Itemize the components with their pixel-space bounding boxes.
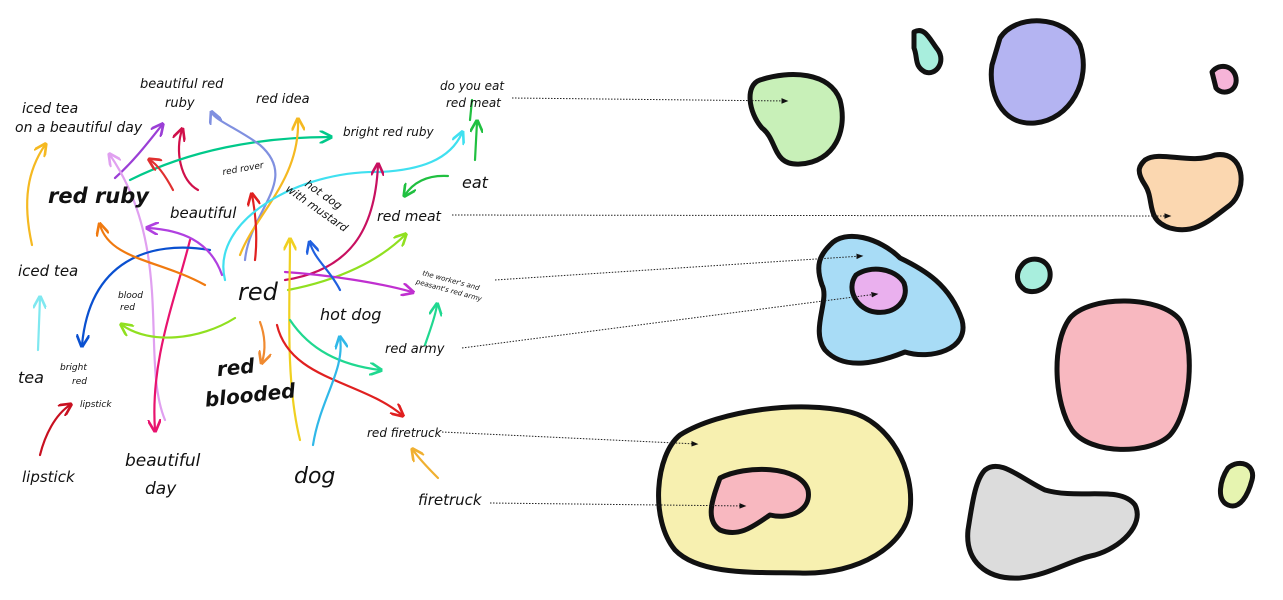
arrow xyxy=(275,323,402,415)
connector-firetruck xyxy=(489,502,747,509)
word-red-army: red army xyxy=(385,342,445,357)
blob-salmon xyxy=(1054,298,1192,452)
arrow xyxy=(283,270,412,292)
arrow xyxy=(238,120,298,257)
arrow xyxy=(122,316,237,339)
word-red-firetruck: red firetruck xyxy=(367,426,443,440)
arrow xyxy=(38,405,70,457)
arrow xyxy=(289,240,302,442)
arrow xyxy=(286,235,405,292)
arrow xyxy=(283,165,378,282)
blob-inner-salmon xyxy=(708,466,811,535)
arrow xyxy=(100,225,207,287)
connector-workers-army xyxy=(494,253,864,281)
arrow xyxy=(405,174,450,195)
word-tea: tea xyxy=(18,368,44,387)
connector-red-firetruck xyxy=(441,431,699,447)
blob-inner-pink xyxy=(849,266,908,315)
arrow xyxy=(260,320,264,362)
arrow xyxy=(212,113,277,262)
word-red-meat: red meat xyxy=(377,209,442,225)
connector-red-meat xyxy=(451,213,1172,219)
arrow xyxy=(252,195,256,262)
blobs xyxy=(656,18,1256,581)
arrow xyxy=(311,338,341,447)
connector-do-you-eat xyxy=(511,97,789,104)
word-red-rover: red rover xyxy=(222,161,266,178)
word-firetruck: firetruck xyxy=(418,491,483,509)
word-dog: dog xyxy=(294,464,335,489)
word-beautiful: beautiful xyxy=(170,204,237,222)
arrow xyxy=(179,130,200,192)
arrow xyxy=(148,228,224,277)
word-arrows xyxy=(26,98,477,480)
blob-purple xyxy=(988,18,1086,126)
word-workers-peasants-red-army: the worker's andpeasant's red army xyxy=(414,268,486,303)
arrow xyxy=(38,298,40,352)
arrow xyxy=(310,243,342,292)
word-lipstick: lipstick xyxy=(22,468,76,486)
word-red-blooded: redblooded xyxy=(201,349,298,411)
connectors xyxy=(441,97,1172,509)
word-red: red xyxy=(238,278,279,306)
connector-red-army xyxy=(461,291,879,349)
arrow xyxy=(154,238,192,430)
blob-lime-small xyxy=(1218,460,1256,509)
word-red-idea: red idea xyxy=(256,92,310,107)
word-hot-dog: hot dog xyxy=(320,305,381,324)
arrow xyxy=(82,246,212,345)
arrow xyxy=(26,145,45,247)
blob-pink-small xyxy=(1209,63,1239,95)
arrow xyxy=(288,318,380,370)
arrow xyxy=(470,98,477,162)
word-iced-tea: iced tea xyxy=(18,262,78,280)
arrow xyxy=(413,450,440,480)
arrow xyxy=(110,155,167,422)
arrow xyxy=(222,133,462,282)
blob-teal-round xyxy=(1015,256,1053,295)
arrow xyxy=(423,305,437,347)
word-eat: eat xyxy=(462,173,489,192)
word-bright-red-ruby: bright red ruby xyxy=(343,125,435,139)
blob-gray xyxy=(965,463,1140,581)
blob-teal-small xyxy=(911,28,944,76)
blob-green xyxy=(747,72,845,167)
blob-peach xyxy=(1136,152,1244,233)
word-red-ruby: red ruby xyxy=(48,184,150,208)
arrow xyxy=(150,160,175,192)
